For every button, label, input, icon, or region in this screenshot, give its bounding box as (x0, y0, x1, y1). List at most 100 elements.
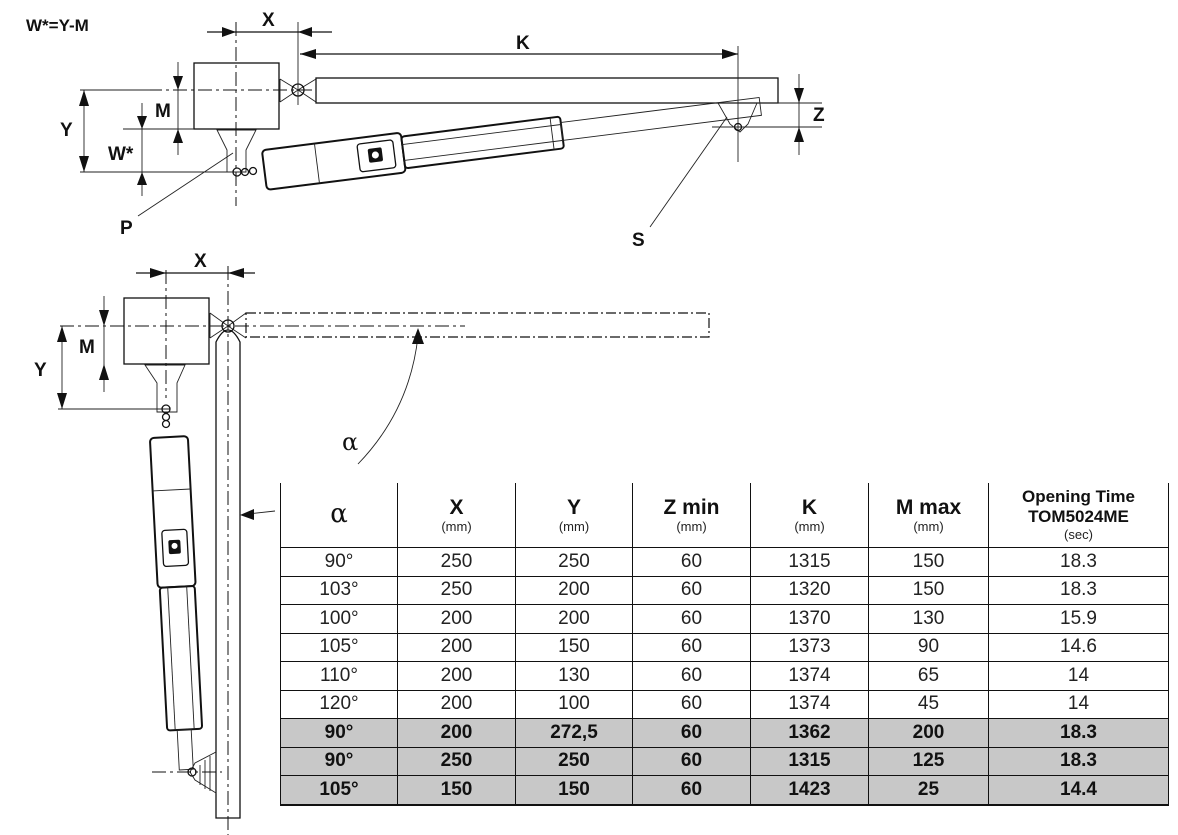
cell-z-min: 60 (632, 575, 751, 605)
col-header-y: Y(mm) (515, 483, 633, 548)
cell-y: 150 (515, 632, 633, 662)
cell-k: 1315 (750, 547, 869, 577)
actuator-bottom (149, 435, 204, 771)
cell-alpha: 100° (280, 604, 398, 634)
cell-y: 200 (515, 604, 633, 634)
hinge-pin-icon (221, 319, 235, 333)
table-header-row: α X(mm) Y(mm) Z min(mm) K(mm) M max(mm) … (280, 483, 1169, 548)
cell-z-min: 60 (632, 632, 751, 662)
cell-x: 200 (397, 718, 516, 748)
dim-x-label-bottom: X (194, 251, 207, 272)
gate-bracket (717, 102, 758, 133)
cell-y: 150 (515, 775, 633, 806)
point-p-label: P (120, 218, 133, 239)
cell-alpha: 90° (280, 718, 398, 748)
cell-z-min: 60 (632, 775, 751, 806)
dim-y-label-bottom: Y (34, 360, 47, 381)
cell-y: 250 (515, 547, 633, 577)
cell-opening-time: 18.3 (988, 746, 1169, 776)
cell-k: 1373 (750, 632, 869, 662)
pillar-bracket (216, 129, 257, 173)
cell-k: 1362 (750, 718, 869, 748)
dim-m-label-bottom: M (79, 337, 95, 358)
bottom-diagram: X M Y (34, 251, 710, 835)
cell-x: 250 (397, 547, 516, 577)
gate-open-position (245, 312, 710, 338)
cell-x: 250 (397, 746, 516, 776)
cell-x: 250 (397, 575, 516, 605)
cell-k: 1374 (750, 661, 869, 691)
cell-alpha: 90° (280, 547, 398, 577)
cell-x: 200 (397, 632, 516, 662)
cell-opening-time: 18.3 (988, 547, 1169, 577)
col-header-x: X(mm) (397, 483, 516, 548)
actuator-top (261, 96, 762, 191)
cell-k: 1374 (750, 689, 869, 719)
col-header-z-min: Z min(mm) (632, 483, 751, 548)
cell-k: 1320 (750, 575, 869, 605)
cell-opening-time: 14.4 (988, 775, 1169, 806)
cell-m-max: 90 (868, 632, 989, 662)
cell-opening-time: 18.3 (988, 718, 1169, 748)
dim-k-label: K (516, 33, 530, 54)
cell-k: 1315 (750, 746, 869, 776)
cell-alpha: 105° (280, 775, 398, 806)
cell-alpha: 103° (280, 575, 398, 605)
cell-k: 1370 (750, 604, 869, 634)
col-header-k: K(mm) (750, 483, 869, 548)
cell-alpha: 90° (280, 746, 398, 776)
top-diagram: X K M Y W* P (60, 10, 825, 251)
cell-m-max: 200 (868, 718, 989, 748)
cell-alpha: 105° (280, 632, 398, 662)
dim-w-label: W* (108, 144, 134, 165)
formula-label: W*=Y-M (26, 16, 89, 35)
cell-alpha: 120° (280, 689, 398, 719)
cell-y: 130 (515, 661, 633, 691)
cell-z-min: 60 (632, 604, 751, 634)
cell-m-max: 150 (868, 547, 989, 577)
gate-closed-position (215, 329, 241, 819)
cell-opening-time: 14 (988, 689, 1169, 719)
cell-m-max: 65 (868, 661, 989, 691)
cell-z-min: 60 (632, 718, 751, 748)
cell-z-min: 60 (632, 689, 751, 719)
cell-y: 100 (515, 689, 633, 719)
cell-opening-time: 14.6 (988, 632, 1169, 662)
cell-z-min: 60 (632, 746, 751, 776)
dim-x-label: X (262, 10, 275, 31)
cell-k: 1423 (750, 775, 869, 806)
col-header-m-max: M max(mm) (868, 483, 989, 548)
dim-z-label: Z (813, 105, 825, 126)
cell-opening-time: 18.3 (988, 575, 1169, 605)
specification-table: α X(mm) Y(mm) Z min(mm) K(mm) M max(mm) … (280, 483, 1169, 806)
cell-m-max: 150 (868, 575, 989, 605)
cell-m-max: 125 (868, 746, 989, 776)
cell-y: 250 (515, 746, 633, 776)
dim-y-label: Y (60, 120, 73, 141)
cell-opening-time: 15.9 (988, 604, 1169, 634)
cell-m-max: 130 (868, 604, 989, 634)
dim-m-label: M (155, 101, 171, 122)
point-s-label: S (632, 230, 645, 251)
cell-alpha: 110° (280, 661, 398, 691)
gate-leaf (315, 77, 779, 104)
cell-m-max: 45 (868, 689, 989, 719)
angle-alpha-label: α (342, 428, 358, 456)
cell-y: 272,5 (515, 718, 633, 748)
col-header-alpha: α (280, 483, 398, 548)
cell-m-max: 25 (868, 775, 989, 806)
cell-x: 150 (397, 775, 516, 806)
cell-z-min: 60 (632, 547, 751, 577)
